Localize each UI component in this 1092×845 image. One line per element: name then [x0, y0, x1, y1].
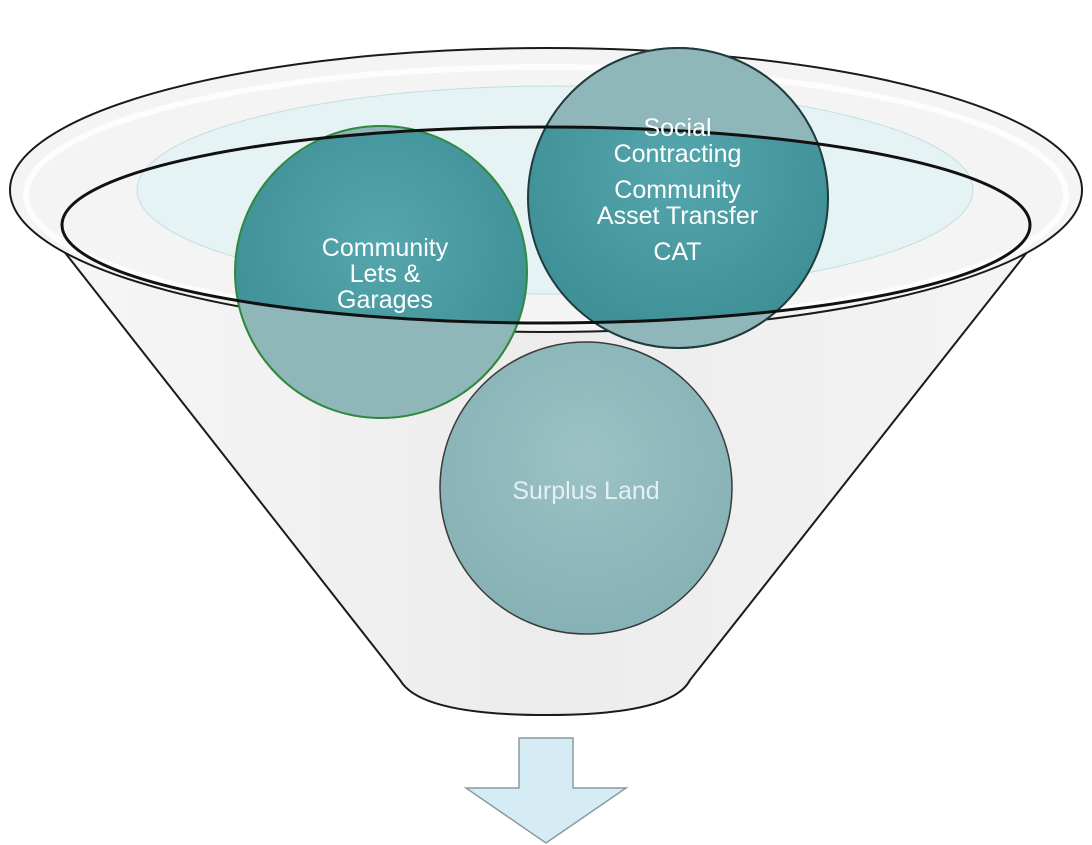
label-line: Contracting	[613, 140, 742, 168]
label-line: Social	[643, 114, 712, 142]
label-line: Garages	[337, 286, 433, 314]
label-line: Asset Transfer	[596, 202, 759, 230]
label-line: Lets &	[349, 260, 421, 288]
label-line: Community	[614, 176, 741, 204]
label-community-lets: Community Lets & Garages	[263, 235, 507, 313]
label-social-contracting: Social Contracting Community Asset Trans…	[560, 115, 795, 265]
circle-surplus-land	[439, 341, 733, 635]
label-surplus-land: Surplus Land	[470, 478, 702, 504]
funnel-front-rim	[60, 125, 1032, 325]
down-arrow-icon	[463, 737, 629, 844]
label-line: CAT	[653, 238, 702, 266]
label-line: Surplus Land	[512, 477, 660, 505]
label-line: Community	[321, 234, 449, 262]
